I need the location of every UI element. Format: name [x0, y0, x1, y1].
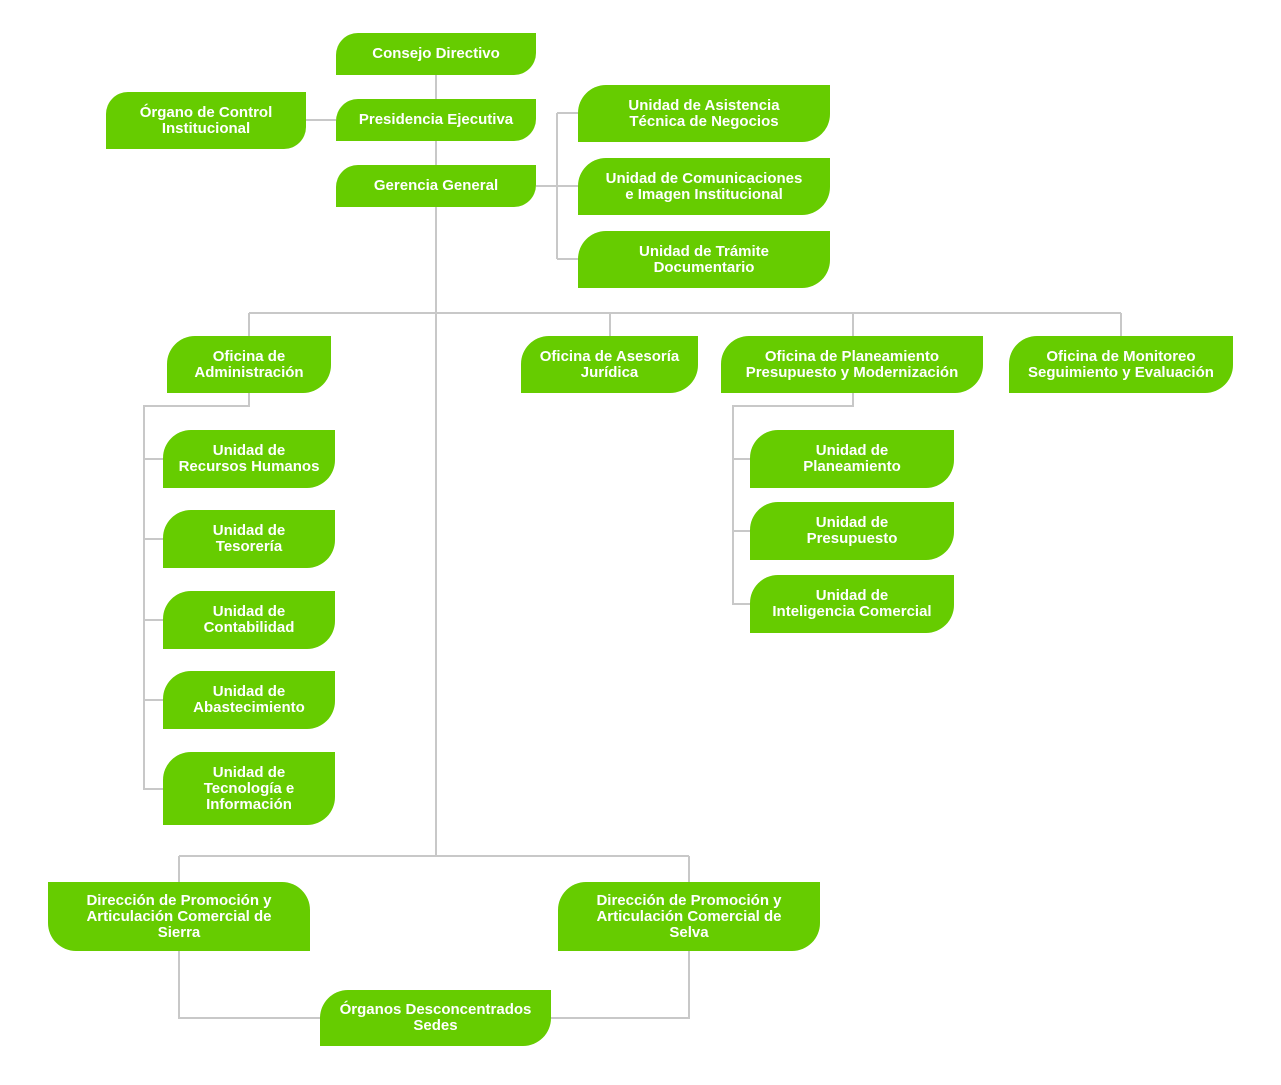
node-unidad-comunicaciones: Unidad de Comunicaciones e Imagen Instit…: [578, 158, 830, 215]
node-unidad-abastecimiento: Unidad de Abastecimiento: [163, 671, 335, 729]
node-unidad-inteligencia: Unidad de Inteligencia Comercial: [750, 575, 954, 633]
node-oficina-monitoreo: Oficina de Monitoreo Seguimiento y Evalu…: [1009, 336, 1233, 393]
node-unidad-tecnologia: Unidad de Tecnología e Información: [163, 752, 335, 825]
node-consejo-directivo: Consejo Directivo: [336, 33, 536, 75]
node-unidad-rrhh: Unidad de Recursos Humanos: [163, 430, 335, 488]
node-oficina-asesoria: Oficina de Asesoría Jurídica: [521, 336, 698, 393]
node-unidad-presupuesto: Unidad de Presupuesto: [750, 502, 954, 560]
node-direccion-sierra: Dirección de Promoción y Articulación Co…: [48, 882, 310, 951]
node-oficina-planeamiento: Oficina de Planeamiento Presupuesto y Mo…: [721, 336, 983, 393]
node-unidad-tramite: Unidad de Trámite Documentario: [578, 231, 830, 288]
node-organos-desconcentrados: Órganos Desconcentrados Sedes: [320, 990, 551, 1046]
node-gerencia-general: Gerencia General: [336, 165, 536, 207]
node-oficina-administracion: Oficina de Administración: [167, 336, 331, 393]
node-unidad-tesoreria: Unidad de Tesorería: [163, 510, 335, 568]
node-unidad-contabilidad: Unidad de Contabilidad: [163, 591, 335, 649]
node-presidencia-ejecutiva: Presidencia Ejecutiva: [336, 99, 536, 141]
node-unidad-asistencia: Unidad de Asistencia Técnica de Negocios: [578, 85, 830, 142]
node-organo-control: Órgano de Control Institucional: [106, 92, 306, 149]
node-unidad-planeamiento: Unidad de Planeamiento: [750, 430, 954, 488]
node-direccion-selva: Dirección de Promoción y Articulación Co…: [558, 882, 820, 951]
